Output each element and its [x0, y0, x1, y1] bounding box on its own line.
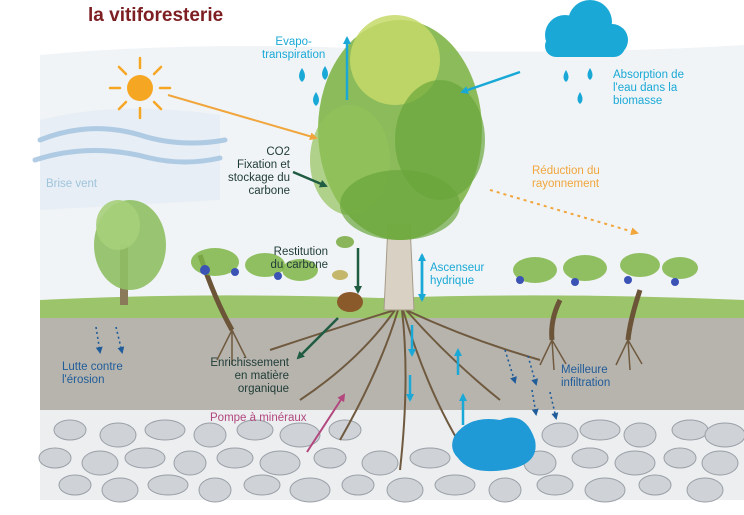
windbreak-tree: [94, 200, 166, 305]
sun-icon: [108, 56, 172, 120]
carbon-arrows: [292, 170, 362, 360]
stone: [571, 447, 609, 469]
stone: [236, 419, 274, 441]
fallen-leaves: [332, 236, 363, 312]
stone: [584, 477, 626, 503]
stones: [38, 419, 744, 503]
stone: [361, 450, 399, 476]
stone: [99, 422, 137, 448]
stone: [279, 422, 321, 448]
stone: [243, 474, 281, 496]
stone: [614, 450, 656, 476]
stone: [198, 477, 232, 503]
label-evapotranspiration: Evapo- transpiration: [262, 36, 326, 61]
water-arrows: [343, 36, 521, 425]
label-absorption: Absorption de l'eau dans la biomasse: [613, 69, 684, 107]
stone: [259, 450, 301, 476]
stone: [701, 450, 739, 476]
light-arrows: [167, 94, 639, 236]
vine-roots: [216, 329, 643, 371]
label-ascenseur: Ascenseur hydrique: [430, 262, 485, 287]
stone: [38, 447, 72, 469]
stone: [686, 477, 724, 503]
stone: [53, 419, 87, 441]
stone: [488, 477, 522, 503]
stone: [434, 474, 476, 496]
stone: [623, 422, 657, 448]
stone: [81, 450, 119, 476]
stone: [536, 474, 574, 496]
cloud-raindrops: [563, 68, 593, 104]
stone: [289, 477, 331, 503]
label-pompe-mineraux: Pompe à minéraux: [210, 412, 307, 424]
stone: [386, 477, 424, 503]
label-enrichissement: Enrichissement en matière organique: [210, 357, 289, 395]
stone: [147, 474, 189, 496]
stone: [409, 447, 451, 469]
stone: [101, 477, 139, 503]
stone: [216, 447, 254, 469]
vines-right: [513, 253, 698, 341]
stone: [671, 419, 709, 441]
stone: [313, 447, 347, 469]
stone: [173, 450, 207, 476]
infiltration-arrows: [95, 326, 559, 420]
stone: [579, 419, 621, 441]
cloud-icon: [545, 0, 628, 57]
tree-roots: [269, 309, 541, 471]
main-tree: [310, 15, 485, 311]
wind-icon: [32, 126, 228, 165]
stone: [124, 447, 166, 469]
diagram-title: la vitiforesterie: [88, 5, 224, 26]
stone: [58, 474, 92, 496]
stone: [638, 474, 672, 496]
stone: [341, 474, 375, 496]
mineral-arrow: [306, 393, 346, 453]
label-lutte-erosion: Lutte contre l'érosion: [62, 361, 123, 386]
label-restitution: Restitution du carbone: [270, 246, 328, 271]
label-co2: CO2 Fixation et stockage du carbone: [227, 146, 290, 197]
stone: [193, 422, 227, 448]
stone: [704, 422, 744, 448]
label-brise-vent: Brise vent: [46, 178, 98, 190]
label-reduction: Réduction du rayonnement: [532, 165, 600, 190]
evaporation-drops: [299, 66, 328, 106]
stone: [144, 419, 186, 441]
label-infiltration: Meilleure infiltration: [561, 364, 611, 389]
groundwater-pool: [452, 417, 536, 472]
stone: [663, 447, 697, 469]
stone: [541, 422, 579, 448]
vines-left: [191, 248, 318, 332]
